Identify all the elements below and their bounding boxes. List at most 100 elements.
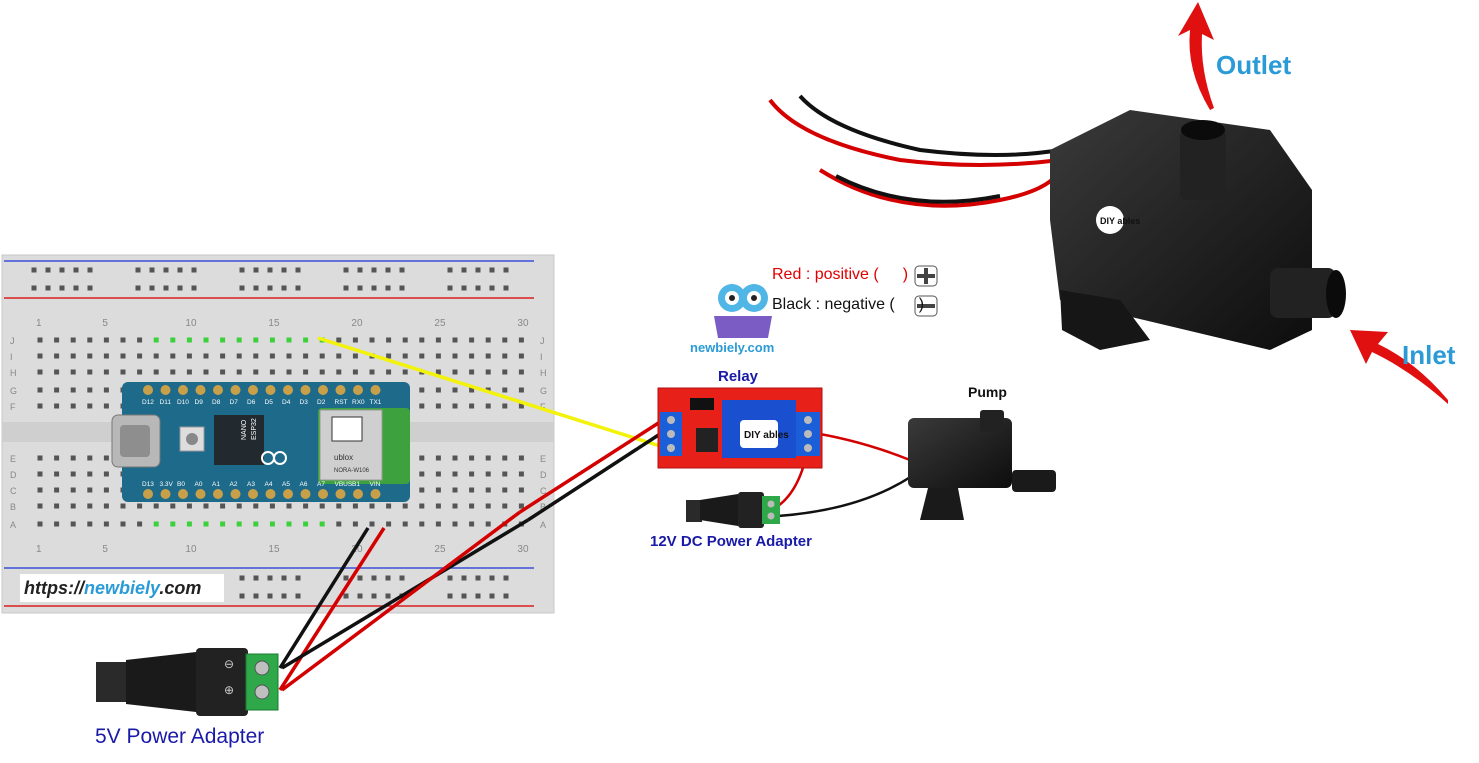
row-letter: G (10, 386, 17, 396)
pin-label: VIN (370, 481, 381, 488)
grid-hole (469, 471, 475, 477)
grid-hole (54, 353, 60, 359)
grid-hole (369, 521, 375, 527)
rail-hole (489, 593, 495, 599)
wires (278, 336, 913, 692)
rail-hole (45, 285, 51, 291)
grid-hole (137, 521, 143, 527)
row-letter: D (10, 470, 17, 480)
grid-hole (103, 471, 109, 477)
grid-hole (386, 337, 392, 343)
grid-hole (419, 487, 425, 493)
inlet-arrow-icon (1350, 330, 1448, 404)
wire-red-vcc (519, 420, 661, 514)
header-pin (300, 489, 311, 499)
rail-hole (343, 267, 349, 273)
wire-black-5v-b (281, 518, 529, 670)
rail-hole (503, 267, 509, 273)
grid-hole (54, 521, 60, 527)
grid-hole (70, 403, 76, 409)
grid-hole (37, 487, 43, 493)
grid-hole (103, 503, 109, 509)
grid-hole (402, 521, 408, 527)
legend-negative: Black : negative () (772, 296, 925, 313)
rail-hole (135, 285, 141, 291)
grid-hole (352, 337, 358, 343)
grid-hole (220, 337, 226, 343)
header-pin (318, 489, 328, 499)
grid-hole (319, 503, 325, 509)
grid-hole (336, 369, 342, 375)
grid-hole (469, 503, 475, 509)
header-pin (318, 385, 328, 395)
arduino-logo-icon (261, 451, 287, 465)
grid-hole (253, 337, 259, 343)
grid-hole (336, 353, 342, 359)
grid-hole (54, 337, 60, 343)
rail-hole (59, 267, 65, 273)
legend-icons (914, 265, 938, 317)
grid-hole (70, 471, 76, 477)
column-number: 15 (268, 544, 280, 555)
grid-hole (452, 387, 458, 393)
pump-brand: DIY ables (1100, 216, 1140, 226)
rail-hole (357, 575, 363, 581)
grid-hole (435, 403, 441, 409)
pin-label: A7 (317, 481, 325, 488)
rail-hole (239, 267, 245, 273)
rail-hole (343, 285, 349, 291)
grid-hole (518, 455, 524, 461)
inlet-label: Inlet (1402, 340, 1456, 370)
rail-hole (295, 593, 301, 599)
grid-hole (137, 353, 143, 359)
pin-label: D8 (212, 399, 221, 406)
rail-hole (489, 285, 495, 291)
grid-hole (369, 337, 375, 343)
grid-hole (286, 369, 292, 375)
rail-hole (503, 285, 509, 291)
pin-label: RST (335, 399, 348, 406)
grid-hole (87, 353, 93, 359)
rail-hole (371, 285, 377, 291)
rail-hole (177, 285, 183, 291)
grid-hole (435, 353, 441, 359)
grid-hole (518, 471, 524, 477)
grid-hole (220, 369, 226, 375)
relay-module: DIY ables (657, 387, 823, 469)
grid-hole (269, 337, 275, 343)
grid-hole (452, 503, 458, 509)
grid-hole (37, 403, 43, 409)
grid-hole (87, 455, 93, 461)
grid-hole (87, 521, 93, 527)
header-pin (353, 489, 363, 499)
grid-hole (103, 403, 109, 409)
grid-hole (435, 487, 441, 493)
row-letter: F (10, 402, 16, 412)
grid-hole (369, 503, 375, 509)
grid-hole (469, 387, 475, 393)
rail-hole (447, 267, 453, 273)
pin-label: TX1 (370, 399, 382, 406)
pin-label: D2 (317, 399, 326, 406)
rail-hole (447, 285, 453, 291)
pin-label: A1 (212, 481, 220, 488)
grid-hole (319, 521, 325, 527)
grid-hole (469, 521, 475, 527)
rail-hole (447, 593, 453, 599)
rail-hole (475, 267, 481, 273)
rail-hole (385, 267, 391, 273)
rail-hole (399, 267, 405, 273)
pin-label: B1 (352, 481, 360, 488)
grid-hole (236, 353, 242, 359)
header-pin (265, 489, 276, 499)
pin-label: D5 (265, 399, 274, 406)
grid-hole (469, 403, 475, 409)
pin-label: D13 (142, 481, 154, 488)
grid-hole (137, 337, 143, 343)
rail-hole (267, 593, 273, 599)
rail-hole (239, 593, 245, 599)
grid-hole (502, 353, 508, 359)
